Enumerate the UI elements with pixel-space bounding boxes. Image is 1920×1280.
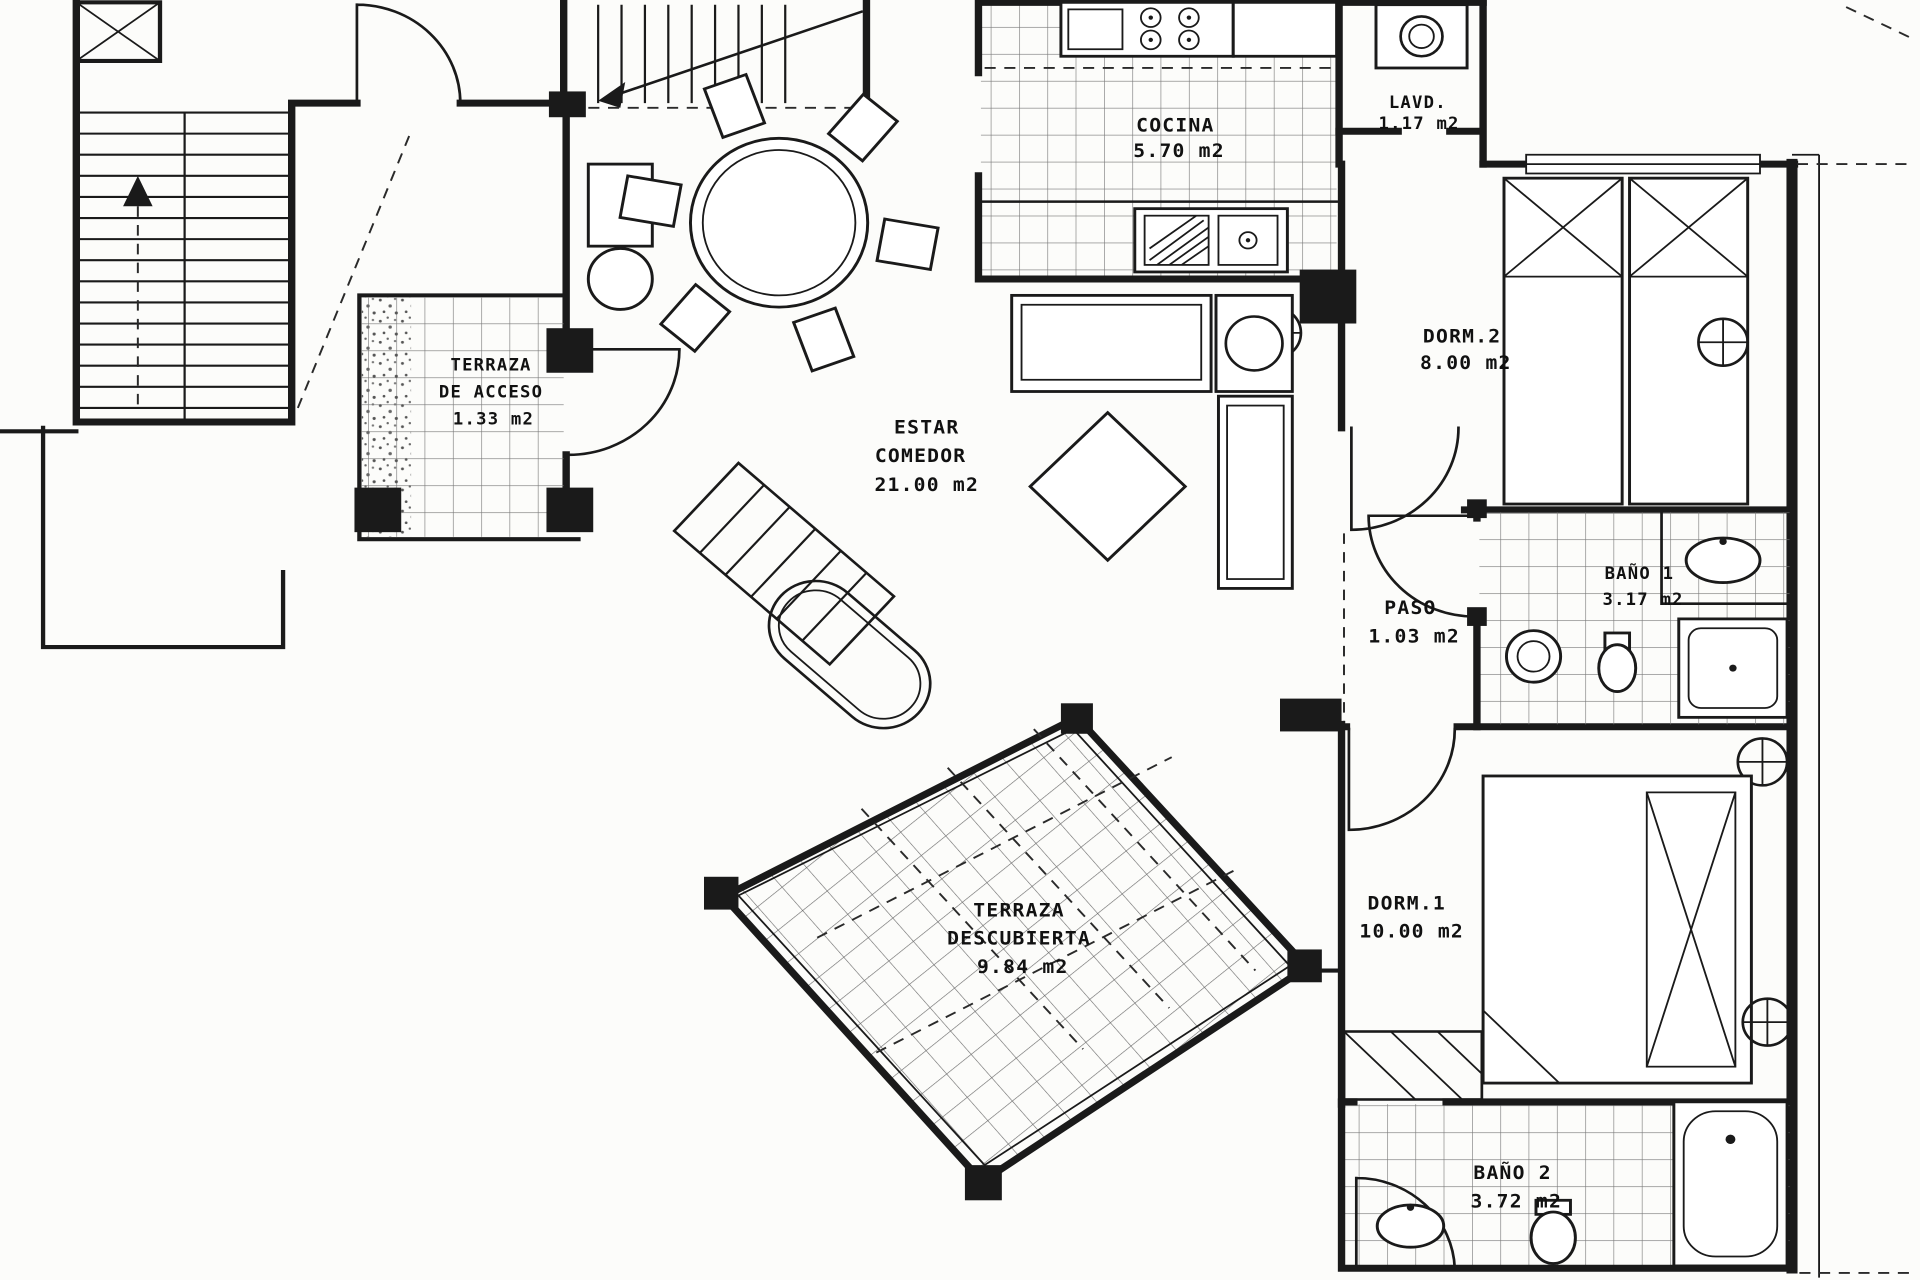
chair bbox=[826, 92, 900, 163]
label-dorm2-area: 8.00 m2 bbox=[1420, 352, 1512, 374]
label-paso-area: 1.03 m2 bbox=[1368, 625, 1460, 647]
label-paso: PASO bbox=[1384, 597, 1436, 619]
living-room bbox=[1010, 293, 1344, 973]
label-lavadero: LAVD. bbox=[1389, 92, 1447, 112]
bidet bbox=[1597, 631, 1638, 693]
stair-direction-arrow bbox=[123, 175, 153, 207]
wardrobe bbox=[1342, 1030, 1484, 1101]
label-dorm2: DORM.2 bbox=[1423, 325, 1501, 347]
coffee-table bbox=[1028, 410, 1188, 563]
chair bbox=[658, 282, 732, 354]
exterior-wall bbox=[1786, 6, 1916, 1278]
label-bano1: BAÑO 1 bbox=[1605, 561, 1675, 582]
column-symbol bbox=[1697, 317, 1750, 368]
bath1-door-arc bbox=[1367, 514, 1476, 618]
label-bano2: BAÑO 2 bbox=[1473, 1161, 1551, 1184]
terrace-stair bbox=[672, 461, 932, 730]
label-terraza-descubierta-area: 9.84 m2 bbox=[977, 955, 1069, 977]
label-lavadero-area: 1.17 m2 bbox=[1378, 113, 1459, 133]
bed-double bbox=[1481, 774, 1753, 1085]
adjacent-unit-wall bbox=[0, 425, 286, 650]
label-estar-2: COMEDOR bbox=[875, 444, 967, 466]
lamp-table bbox=[1214, 293, 1294, 393]
dining-table bbox=[618, 72, 940, 373]
label-bano1-area: 3.17 m2 bbox=[1602, 589, 1683, 609]
label-cocina: COCINA bbox=[1136, 114, 1214, 136]
bed-single bbox=[1628, 176, 1750, 506]
bedroom-1 bbox=[1342, 774, 1794, 1101]
label-cocina-area: 5.70 m2 bbox=[1133, 140, 1225, 162]
bathroom-1 bbox=[1467, 499, 1794, 787]
column-symbol bbox=[1741, 997, 1794, 1047]
label-terraza-acceso-1: TERRAZA bbox=[450, 355, 531, 375]
label-dorm1-area: 10.00 m2 bbox=[1359, 920, 1464, 942]
bedroom2-door-arc bbox=[1350, 426, 1460, 532]
bathroom-2 bbox=[1337, 1098, 1796, 1272]
kitchen-counter-top bbox=[1231, 0, 1339, 58]
laundry bbox=[1335, 0, 1487, 168]
labels: COCINA 5.70 m2 LAVD. 1.17 m2 DORM.2 8.00… bbox=[439, 92, 1683, 1212]
chair bbox=[618, 174, 683, 229]
bathtub bbox=[1672, 1100, 1789, 1268]
toilet bbox=[1529, 1198, 1577, 1265]
sofa bbox=[1010, 293, 1294, 590]
bedroom1-door-arc bbox=[1347, 727, 1457, 832]
pedestal-sink bbox=[1504, 629, 1563, 684]
entry-hall bbox=[562, 72, 940, 510]
label-terraza-acceso-area: 1.33 m2 bbox=[453, 409, 534, 429]
stove bbox=[1059, 0, 1235, 58]
washing-machine bbox=[1374, 3, 1469, 70]
kitchen bbox=[974, 0, 1487, 360]
chair bbox=[875, 217, 940, 272]
chair bbox=[791, 306, 856, 373]
chair bbox=[702, 72, 767, 140]
open-terrace bbox=[704, 703, 1322, 1201]
stair-door-arc bbox=[355, 3, 462, 105]
access-terrace bbox=[354, 91, 594, 542]
hallway bbox=[1337, 514, 1796, 1108]
shower-tray bbox=[1677, 617, 1789, 719]
column-block bbox=[1280, 698, 1342, 732]
bedroom-2 bbox=[1337, 153, 1799, 532]
label-bano2-area: 3.72 m2 bbox=[1471, 1190, 1563, 1212]
column-symbol bbox=[1736, 737, 1789, 787]
label-estar-1: ESTAR bbox=[894, 416, 959, 438]
label-terraza-descubierta-2: DESCUBIERTA bbox=[947, 927, 1091, 949]
label-terraza-acceso-2: DE ACCESO bbox=[439, 382, 543, 402]
kitchen-sink bbox=[1133, 207, 1289, 274]
label-dorm1: DORM.1 bbox=[1368, 892, 1446, 914]
vanity-counter bbox=[1660, 510, 1794, 605]
column-block bbox=[1299, 269, 1357, 324]
bath2-door-arc bbox=[1354, 1176, 1457, 1270]
label-estar-area: 21.00 m2 bbox=[874, 474, 979, 496]
side-table bbox=[586, 247, 654, 311]
washbasin bbox=[1375, 1203, 1446, 1249]
label-terraza-descubierta-1: TERRAZA bbox=[973, 899, 1065, 921]
stairwell bbox=[0, 0, 568, 650]
bed-single bbox=[1502, 176, 1624, 506]
